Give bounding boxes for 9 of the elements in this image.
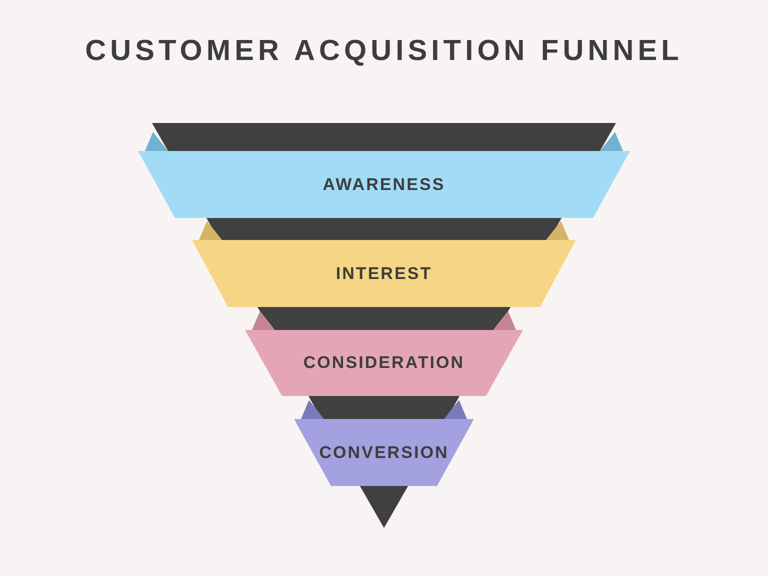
funnel-band <box>138 151 630 218</box>
funnel-band <box>192 240 576 307</box>
band-label: CONSIDERATION <box>303 352 465 374</box>
funnel-band <box>294 419 474 486</box>
title: CUSTOMER ACQUISITION FUNNEL <box>84 34 684 69</box>
funnel-band <box>245 330 523 396</box>
band-label: AWARENESS <box>322 174 446 196</box>
band-label: CONVERSION <box>319 442 449 464</box>
band-label: INTEREST <box>336 262 432 285</box>
